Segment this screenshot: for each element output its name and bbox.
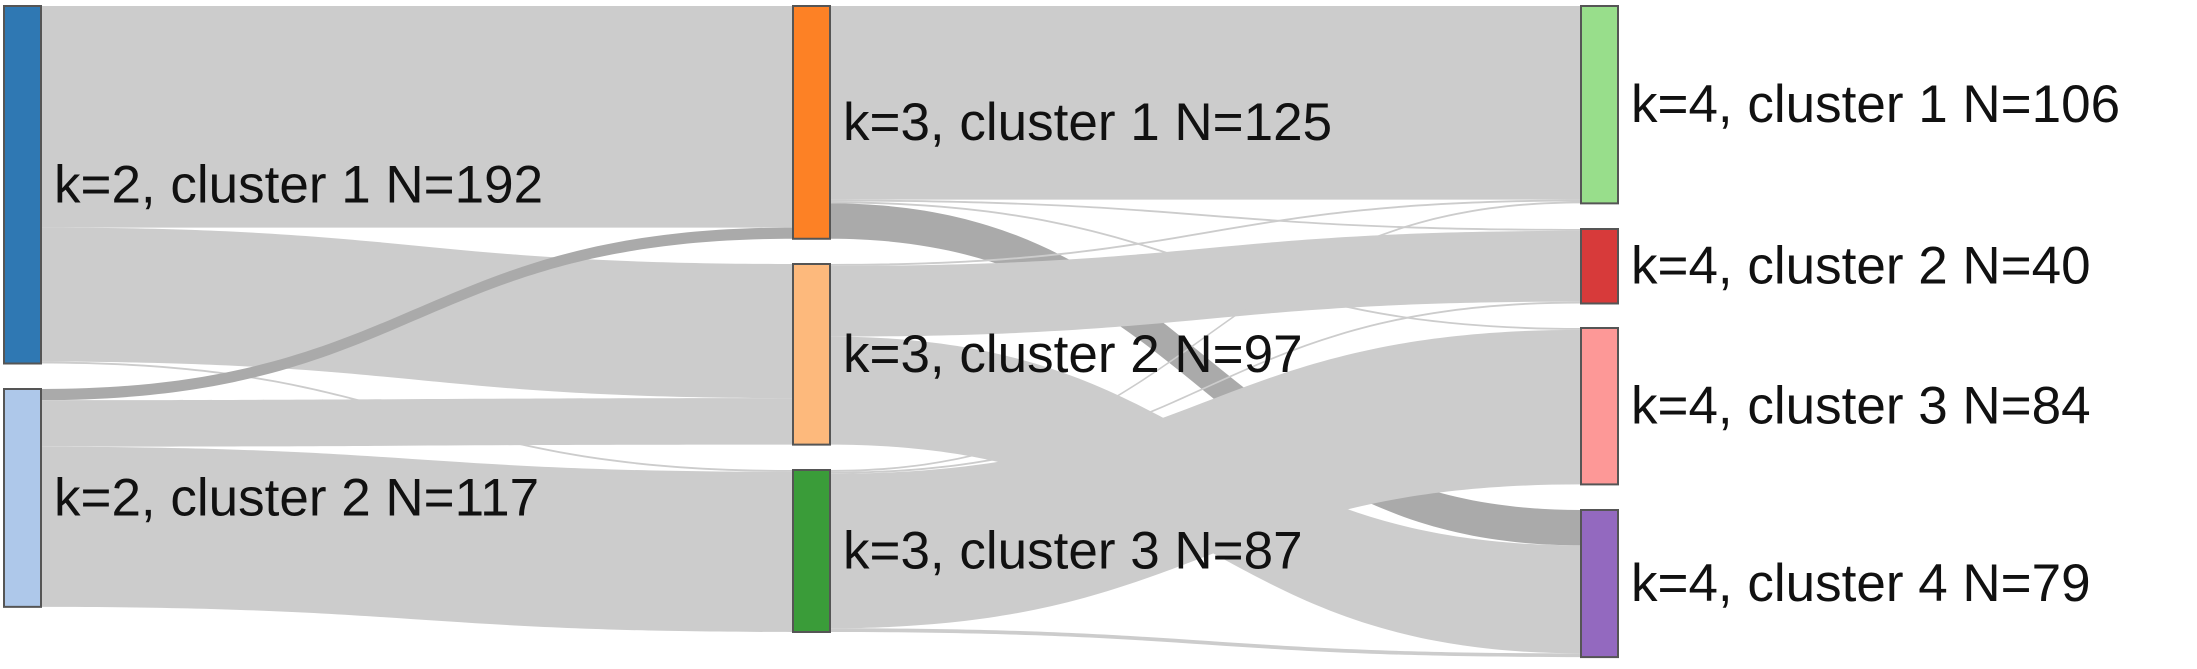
link-k3c3-to-k4c1 [830,201,1581,472]
node-k3c1 [792,5,831,240]
link-k2c2-to-k3c2 [41,398,793,447]
labels-layer: k=2, cluster 1 N=192 k=2, cluster 2 N=117… [54,75,2120,613]
link-k3c2-to-k4c1 [830,199,1581,266]
link-k3c2-to-k4c2 [830,230,1581,337]
link-k3c1-to-k4c2 [830,199,1581,231]
link-k3c3-to-k4c4 [830,628,1581,658]
node-k4c3 [1580,327,1619,486]
node-label-k4c3: k=4, cluster 3 N=84 [1631,377,2091,436]
link-k2c2-to-k3c1 [41,227,793,401]
node-label-k2c1: k=2, cluster 1 N=192 [54,155,543,214]
link-k3c3-to-k4c2 [830,301,1581,474]
node-label-k3c1: k=3, cluster 1 N=125 [843,93,1332,152]
node-label-k4c1: k=4, cluster 1 N=106 [1631,75,2120,134]
link-k3c3-to-k4c3 [830,329,1581,629]
node-k2c1 [3,5,42,365]
node-k4c1 [1580,5,1619,205]
link-k2c1-to-k3c1 [41,6,793,228]
node-label-k4c4: k=4, cluster 4 N=79 [1631,554,2091,613]
node-k3c3 [792,469,831,633]
nodes-layer [3,5,1619,659]
node-k4c4 [1580,509,1619,659]
node-label-k4c2: k=4, cluster 2 N=40 [1631,237,2091,296]
node-label-k3c2: k=3, cluster 2 N=97 [843,325,1303,384]
node-k3c2 [792,263,831,446]
link-k3c1-to-k4c1 [830,6,1581,200]
node-k4c2 [1580,228,1619,305]
link-k2c2-to-k3c3 [41,446,793,632]
link-k3c1-to-k4c4 [830,203,1581,546]
node-label-k2c2: k=2, cluster 2 N=117 [54,468,539,527]
links-layer [41,6,1581,658]
node-label-k3c3: k=3, cluster 3 N=87 [843,521,1303,580]
node-k2c2 [3,388,42,608]
